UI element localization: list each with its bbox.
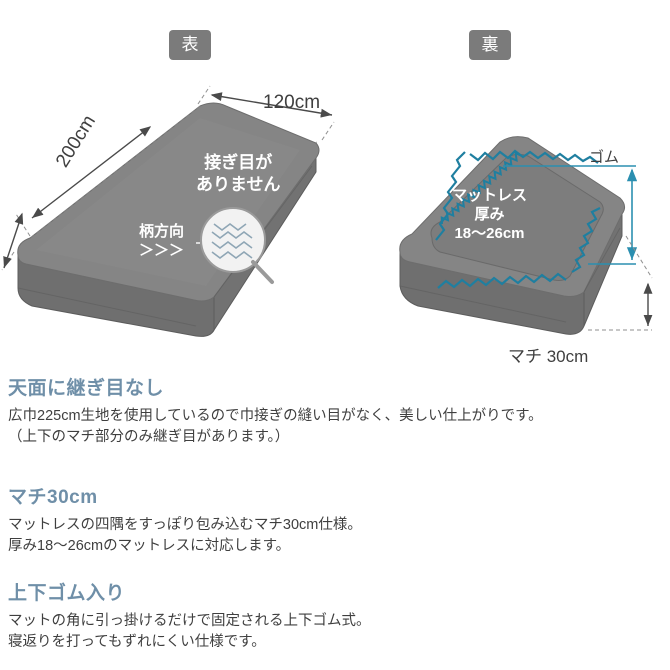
back-mattress-illustration <box>399 136 626 335</box>
feature-body: 広巾225cm生地を使用しているので巾接ぎの縫い目がなく、美しい仕上がりです。 … <box>8 408 543 445</box>
feature-heading: 上下ゴム入り <box>8 583 126 604</box>
gusset-callout <box>588 235 653 331</box>
feature-body: マットレスの四隅をすっぽり包み込むマチ30cm仕様。 厚み18〜26cmのマット… <box>8 517 362 554</box>
product-diagram: 表 裏 120cm 200cm 接ぎ目が ありません 柄方向 ＞＞＞ ゴム マッ… <box>1 30 653 366</box>
feature-section-elastic: 上下ゴム入り マットの角に引っ掛けるだけで固定される上下ゴム式。 寝返りを打って… <box>8 578 662 653</box>
label-width-120cm: 120cm <box>263 92 321 113</box>
diagram-svg <box>1 85 653 337</box>
badge-back-side: 裏 <box>469 30 511 60</box>
label-mattress-thickness: マットレス 厚み 18〜26cm <box>452 187 528 242</box>
label-gusset-30cm: マチ 30cm <box>508 347 589 366</box>
feature-heading: 天面に継ぎ目なし <box>8 378 165 399</box>
feature-section-gusset: マチ30cm マットレスの四隅をすっぽり包み込むマチ30cm仕様。 厚み18〜2… <box>8 482 662 557</box>
feature-body: マットの角に引っ掛けるだけで固定される上下ゴム式。 寝返りを打ってもずれにくい仕… <box>8 613 371 650</box>
feature-heading: マチ30cm <box>8 487 98 508</box>
label-elastic: ゴム <box>589 149 620 166</box>
badge-front-side: 表 <box>169 30 211 60</box>
feature-section-no-seam: 天面に継ぎ目なし 広巾225cm生地を使用しているので巾接ぎの縫い目がなく、美し… <box>8 373 662 448</box>
elastic-band <box>440 151 523 225</box>
front-mattress-illustration <box>17 102 320 337</box>
label-no-seam: 接ぎ目が ありません <box>196 153 281 194</box>
length-arrow-200 <box>3 212 24 269</box>
fabric-swatch-icon <box>200 207 274 284</box>
width-arrow-120 <box>210 92 333 118</box>
label-pattern-direction: 柄方向 ＞＞＞ <box>139 223 185 259</box>
elastic-band-zigzag <box>435 149 601 289</box>
length-arrow-long <box>31 126 152 219</box>
